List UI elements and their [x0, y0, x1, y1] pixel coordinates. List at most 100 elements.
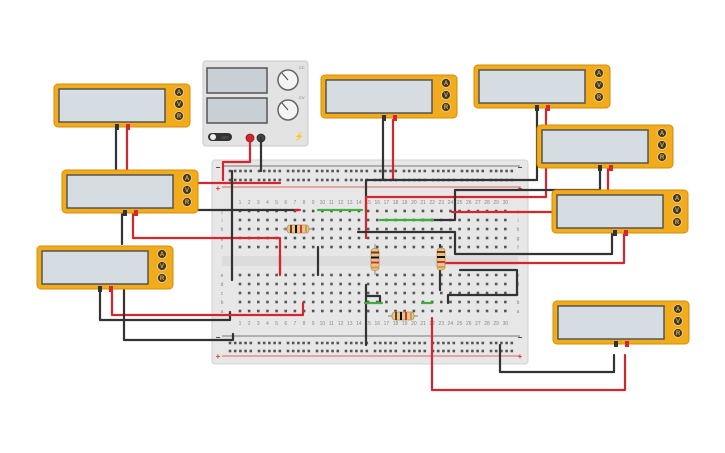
grid-hole[interactable] [476, 309, 480, 313]
mode-button-r[interactable] [182, 197, 192, 207]
rail-hole[interactable] [447, 169, 450, 173]
rail-hole[interactable] [510, 349, 514, 353]
grid-hole[interactable] [449, 291, 452, 295]
grid-hole[interactable] [485, 227, 489, 231]
probe-terminal-black[interactable] [382, 115, 386, 121]
grid-hole[interactable] [375, 309, 379, 313]
grid-hole[interactable] [321, 300, 324, 304]
grid-hole[interactable] [348, 227, 352, 231]
mode-button-r[interactable] [157, 273, 167, 283]
grid-hole[interactable] [458, 227, 461, 231]
grid-hole[interactable] [266, 291, 269, 295]
grid-hole[interactable] [403, 309, 406, 313]
grid-hole[interactable] [247, 218, 251, 222]
grid-hole[interactable] [494, 291, 498, 295]
grid-hole[interactable] [330, 273, 333, 277]
rail-hole[interactable] [244, 349, 247, 353]
grid-hole[interactable] [339, 218, 342, 222]
rail-hole[interactable] [365, 349, 369, 353]
probe-terminal-black[interactable] [98, 286, 102, 292]
grid-hole[interactable] [366, 309, 370, 313]
rail-hole[interactable] [465, 349, 469, 353]
rail-hole[interactable] [418, 169, 421, 173]
rail-hole[interactable] [291, 169, 295, 173]
probe-terminal-red[interactable] [546, 105, 550, 111]
grid-hole[interactable] [412, 209, 416, 213]
rail-hole[interactable] [257, 341, 261, 345]
rail-hole[interactable] [365, 169, 369, 173]
rail-hole[interactable] [297, 169, 300, 173]
rail-hole[interactable] [233, 178, 237, 182]
wire-mm6-black[interactable] [418, 165, 602, 222]
rail-hole[interactable] [233, 169, 237, 173]
rail-hole[interactable] [233, 349, 237, 353]
rail-hole[interactable] [315, 341, 319, 345]
rail-hole[interactable] [262, 178, 266, 182]
probe-terminal-black[interactable] [535, 105, 539, 111]
grid-hole[interactable] [485, 218, 489, 222]
rail-hole[interactable] [297, 178, 300, 182]
grid-hole[interactable] [485, 309, 489, 313]
grid-hole[interactable] [385, 227, 388, 231]
grid-hole[interactable] [247, 245, 251, 249]
mode-button-a[interactable] [657, 128, 667, 138]
grid-hole[interactable] [247, 309, 251, 313]
probe-terminal-red[interactable] [625, 341, 629, 347]
grid-hole[interactable] [449, 273, 452, 277]
probe-terminal-red[interactable] [126, 124, 130, 130]
mode-button-r[interactable] [441, 102, 451, 112]
grid-hole[interactable] [394, 227, 397, 231]
probe-terminal-black[interactable] [123, 210, 127, 216]
grid-hole[interactable] [494, 300, 498, 304]
grid-hole[interactable] [284, 309, 288, 313]
grid-hole[interactable] [321, 291, 324, 295]
mode-button-r[interactable] [594, 92, 604, 102]
rail-hole[interactable] [233, 341, 237, 345]
rail-hole[interactable] [286, 341, 290, 345]
grid-hole[interactable] [412, 236, 416, 240]
grid-hole[interactable] [257, 218, 260, 222]
grid-hole[interactable] [375, 245, 379, 249]
grid-hole[interactable] [293, 291, 297, 295]
rail-hole[interactable] [510, 169, 514, 173]
rail-hole[interactable] [326, 169, 329, 173]
probe-terminal-red[interactable] [134, 210, 138, 216]
probe-terminal-black[interactable] [613, 230, 617, 236]
rail-hole[interactable] [407, 169, 411, 173]
rail-hole[interactable] [320, 341, 324, 345]
grid-hole[interactable] [494, 309, 498, 313]
rail-hole[interactable] [326, 349, 329, 353]
rail-hole[interactable] [378, 349, 382, 353]
rail-hole[interactable] [291, 349, 295, 353]
grid-hole[interactable] [302, 236, 306, 240]
rail-hole[interactable] [389, 349, 392, 353]
grid-hole[interactable] [440, 245, 443, 249]
rail-hole[interactable] [360, 169, 363, 173]
probe-terminal-red[interactable] [393, 115, 397, 121]
rail-hole[interactable] [505, 341, 508, 345]
resistor-r2[interactable] [370, 244, 380, 275]
mode-button-r[interactable] [174, 111, 184, 121]
grid-hole[interactable] [412, 245, 416, 249]
grid-hole[interactable] [421, 273, 425, 277]
rail-hole[interactable] [384, 169, 387, 173]
rail-hole[interactable] [378, 341, 382, 345]
grid-hole[interactable] [440, 282, 443, 286]
mode-button-v[interactable] [594, 80, 604, 90]
grid-hole[interactable] [238, 291, 242, 295]
grid-hole[interactable] [504, 282, 507, 286]
grid-hole[interactable] [403, 209, 406, 213]
grid-hole[interactable] [348, 236, 352, 240]
rail-hole[interactable] [326, 178, 329, 182]
rail-hole[interactable] [268, 341, 271, 345]
grid-hole[interactable] [366, 245, 370, 249]
rail-hole[interactable] [257, 169, 261, 173]
rail-hole[interactable] [278, 169, 282, 173]
grid-hole[interactable] [247, 300, 251, 304]
rail-hole[interactable] [244, 169, 247, 173]
grid-hole[interactable] [357, 273, 361, 277]
rail-hole[interactable] [320, 349, 324, 353]
rail-hole[interactable] [442, 341, 445, 345]
grid-hole[interactable] [394, 309, 397, 313]
grid-hole[interactable] [330, 245, 333, 249]
